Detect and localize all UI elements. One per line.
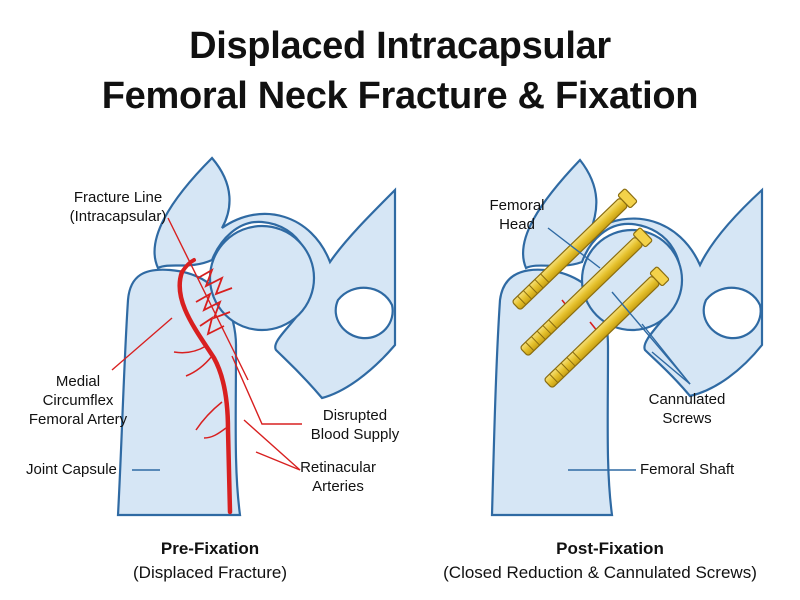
pointer-medial-artery [111,317,173,371]
pointer-screws-3 [651,351,691,385]
right-femur [490,268,614,517]
fracture-line-1 [197,267,233,296]
right-obturator-foramen [702,286,762,340]
cannulated-screw-2 [520,227,653,356]
pointer-fracture-line [167,217,249,381]
label-retinacular-1: Retinacular [300,459,376,476]
label-joint-capsule: Joint Capsule [26,461,117,478]
left-femoral-head [208,224,316,332]
label-retinacular: Retinacular Arteries [288,458,388,496]
pointer-femoral-head [547,227,601,269]
retinacular-branch-4 [203,427,227,439]
pointer-screws-2 [641,323,691,385]
label-medial-artery-3: Femoral Artery [28,411,128,428]
pointer-retinacular-2 [255,451,301,471]
label-cannulated-screws: Cannulated Screws [632,390,742,428]
label-femoral-head: Femoral Head [472,196,562,234]
retinacular-branch-1 [173,345,207,354]
label-medial-artery-1: Medial [55,373,101,390]
right-femoral-head [580,228,684,332]
title-line-2: Femoral Neck Fracture & Fixation [101,75,699,117]
label-femoral-head-1: Femoral [489,197,545,214]
label-medial-artery: Medial Circumflex Femoral Artery [18,372,138,429]
cannulated-screw-1 [512,188,638,310]
medial-circumflex-artery [177,269,233,515]
label-fracture-line: Fracture Line (Intracapsular) [58,188,178,226]
right-hip-illustration [490,158,764,517]
caption-post-fixation: Post-Fixation [556,539,664,558]
fracture-line-3 [199,315,225,336]
pointer-retinacular-1 [243,419,301,471]
label-disrupted-blood-2: Blood Supply [310,426,400,443]
cannulated-screw-3 [544,266,670,388]
label-medial-artery-2: Circumflex [42,392,114,409]
label-disrupted-blood-1: Disrupted [322,407,388,424]
retinacular-branch-3 [195,401,223,431]
label-retinacular-2: Arteries [312,478,364,495]
label-fracture-line-1: Fracture Line [73,189,163,206]
label-disrupted-blood: Disrupted Blood Supply [300,406,410,444]
left-obturator-foramen [334,286,394,340]
label-femoral-shaft: Femoral Shaft [640,461,735,478]
label-fracture-line-2: (Intracapsular) [69,208,167,225]
retinacular-branch-2 [185,355,213,377]
left-hip-illustration [111,156,397,517]
label-cannulated-screws-1: Cannulated [648,391,726,408]
label-femoral-head-2: Head [499,216,535,233]
caption-pre-fixation-sub: (Displaced Fracture) [133,563,287,582]
title-line-1: Displaced Intracapsular [189,25,611,67]
pointer-disrupted-blood [231,355,302,425]
caption-pre-fixation: Pre-Fixation [160,539,260,558]
artery-branch-top [180,258,196,274]
label-cannulated-screws-2: Screws [662,410,712,427]
caption-post-fixation-sub: (Closed Reduction & Cannulated Screws) [443,563,757,582]
